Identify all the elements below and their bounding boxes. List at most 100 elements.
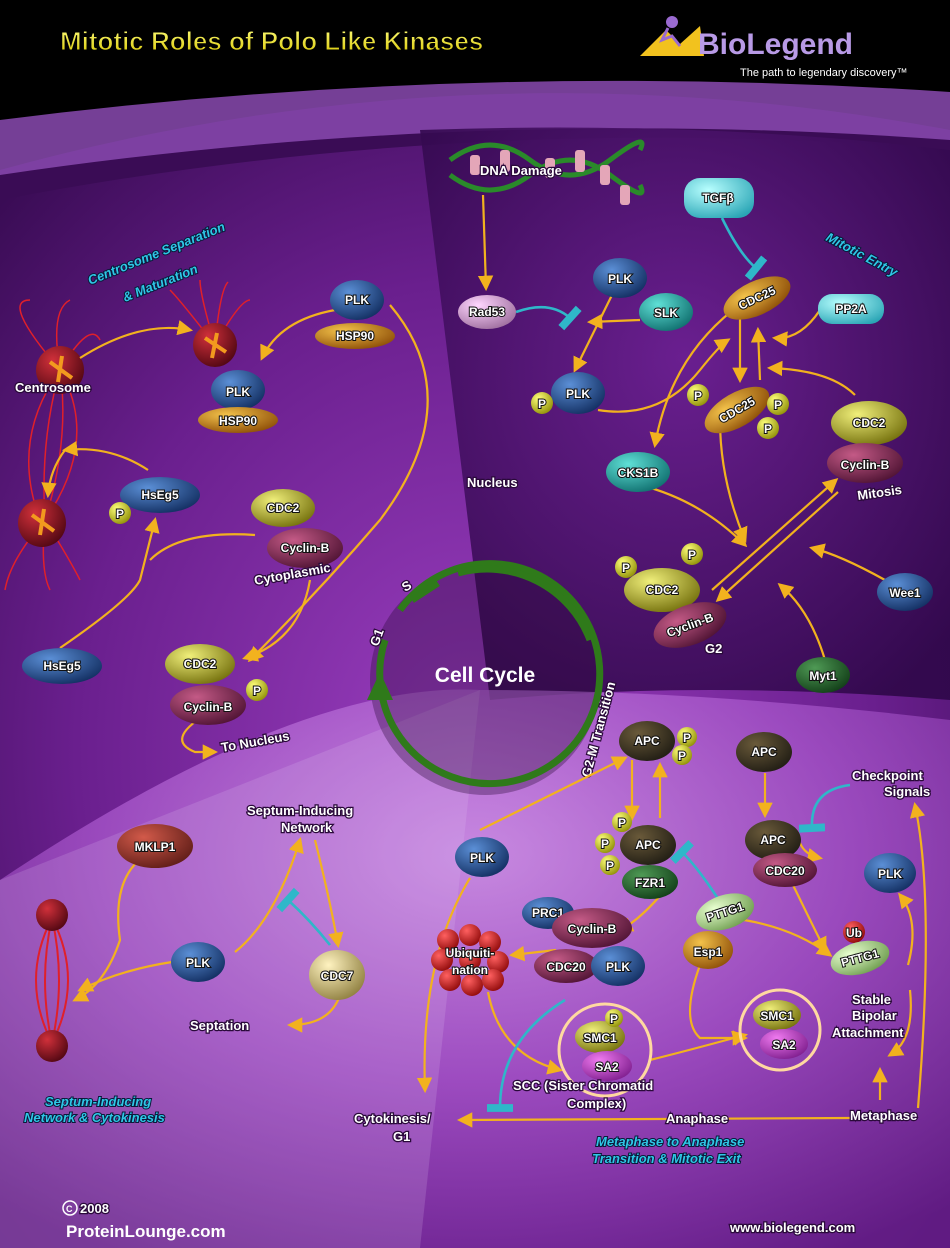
node-apc-right: APC [745,820,801,860]
label-ubiquitination-2: nation [452,963,488,977]
label-apc: APC [760,833,786,847]
label-smc1: SMC1 [760,1009,794,1023]
label-plk: PLK [566,387,590,401]
centrosome-label: Centrosome [15,380,91,395]
node-p-apc-mid-a: P [612,812,632,832]
node-p-plk-nucleus: P [531,392,553,414]
label-cdc2: CDC2 [646,583,679,597]
node-hsp90-top: HSP90 [315,323,395,349]
node-p-hseg5: P [109,502,131,524]
node-p-apc-mid-c: P [600,855,620,875]
stable-label-3: Attachment [832,1025,904,1040]
label-p: P [610,1012,618,1026]
label-cdc2: CDC2 [853,416,886,430]
label-p: P [601,837,609,851]
node-myt1: Myt1 [796,657,850,693]
copyright-block: C 2008 ProteinLounge.com [62,1200,226,1241]
node-cdc20-right: CDC20 [753,853,817,887]
node-cdc2-cyto: CDC2 [251,489,315,527]
label-fzr1: FZR1 [635,876,665,890]
label-p: P [694,389,702,403]
label-cyclinb: Cyclin-B [841,458,890,472]
node-cyclinb-g2: Cyclin-B [653,602,727,648]
label-sa2: SA2 [772,1038,796,1052]
label-p: P [538,397,546,411]
node-p-cdc25-b: P [767,393,789,415]
node-ubiquitination: Ubiquiti- nation [431,924,509,996]
label-rad53: Rad53 [469,305,505,319]
cycle-arc-top [457,565,594,642]
label-plk: PLK [606,960,630,974]
stable-label-1: Stable [852,992,891,1007]
label-hseg5: HsEg5 [141,488,179,502]
label-plk: PLK [878,867,902,881]
node-plk-right: PLK [864,853,916,893]
checkpoint-label-1: Checkpoint [852,768,923,783]
node-plk-centrosome-low: PLK [211,370,265,410]
label-cdc2: CDC2 [267,501,300,515]
brand-name: BioLegend [698,28,853,61]
node-plk-nucleus-top: PLK [593,258,647,298]
node-tgfb: TGFβ [684,178,754,218]
label-slk: SLK [654,306,678,320]
biolegend-url: www.biolegend.com [729,1220,855,1235]
label-cdc20: CDC20 [765,864,805,878]
node-p-cdc2-g2-b: P [681,543,703,565]
node-esp1: Esp1 [683,931,733,969]
section-meta-1: Metaphase to Anaphase [596,1134,744,1149]
node-p-cdc2-g2-a: P [615,556,637,578]
label-esp1: Esp1 [694,945,723,959]
label-tgfb: TGFβ [702,191,733,205]
cohesin-complex-left: SMC1 SA2 P [557,1002,653,1098]
label-cdc20: CDC20 [546,960,586,974]
node-cyclinb-exit: Cyclin-B [552,908,632,948]
label-p: P [606,859,614,873]
septation-label: Septation [190,1018,249,1033]
node-apc-mid: APC [620,825,676,865]
poster-title: Mitotic Roles of Polo Like Kinases [60,26,483,56]
node-ub: Ub [843,921,865,943]
label-sa2: SA2 [595,1060,619,1074]
cytokinesis-label-2: G1 [393,1129,410,1144]
label-plk: PLK [345,293,369,307]
label-pp2a: PP2A [835,302,867,316]
nucleus-label: Nucleus [467,475,518,490]
midbody-illustration [35,899,69,1062]
anaphase-label: Anaphase [666,1111,728,1126]
metaphase-label: Metaphase [850,1108,917,1123]
node-hseg5-upper: HsEg5 [120,477,200,513]
label-apc: APC [635,838,661,852]
node-cyclinb-mitosis: Cyclin-B [827,443,903,483]
label-p: P [688,548,696,562]
dna-illustration [448,139,645,205]
label-p: P [618,816,626,830]
sin-label-1: Septum-Inducing [247,803,353,818]
copyright-year: 2008 [80,1201,109,1216]
label-plk: PLK [226,385,250,399]
section-meta-2: Transition & Mitotic Exit [592,1151,741,1166]
cycle-arc-main [376,560,604,788]
spindle-illustration [4,279,251,591]
label-p: P [683,731,691,745]
label-cyclinb: Cyclin-B [281,541,330,555]
node-pttg1-mid: PTTG1 [695,893,755,931]
node-p-cdc25-a: P [687,384,709,406]
label-p: P [678,749,686,763]
proteinlounge-site: ProteinLounge.com [66,1222,226,1241]
label-cyclinb: Cyclin-B [568,922,617,936]
label-apc: APC [634,734,660,748]
node-wee1: Wee1 [877,573,933,611]
label-cdc2: CDC2 [184,657,217,671]
node-mklp1: MKLP1 [117,824,193,868]
node-plk-exit: PLK [455,837,509,877]
brand-tagline: The path to legendary discovery™ [740,67,908,79]
node-pttg1-right: PTTG1 [830,940,890,976]
cytokinesis-label-1: Cytokinesis/ [354,1111,431,1126]
node-cdc2-nucleus-bound: CDC2 [165,644,235,684]
label-smc1: SMC1 [583,1031,617,1045]
label-wee1: Wee1 [889,586,920,600]
label-p: P [774,398,782,412]
dna-damage-label: DNA Damage [480,163,562,178]
node-p-cdc25-c: P [757,417,779,439]
